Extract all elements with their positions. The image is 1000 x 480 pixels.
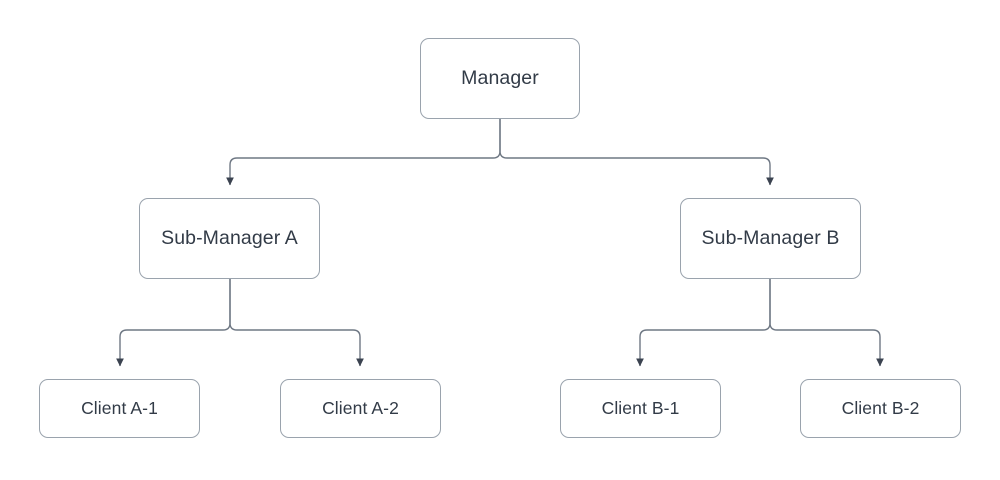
node-client-b-2-label: Client B-2 xyxy=(841,397,920,418)
node-client-b-1-label: Client B-1 xyxy=(601,397,680,418)
edge-manager-to-sub-manager-a xyxy=(226,119,501,186)
node-client-a-2[interactable]: Client A-2 xyxy=(280,379,441,438)
edge-sub-manager-a-to-client-a-1 xyxy=(116,279,231,367)
node-client-b-1[interactable]: Client B-1 xyxy=(560,379,721,438)
edge-manager-to-sub-manager-b xyxy=(499,119,774,186)
node-manager[interactable]: Manager xyxy=(420,38,580,119)
node-manager-label: Manager xyxy=(461,66,539,89)
edge-sub-manager-b-to-client-b-1 xyxy=(636,279,771,367)
node-client-a-1[interactable]: Client A-1 xyxy=(39,379,200,438)
edge-sub-manager-a-to-client-a-2 xyxy=(229,279,364,367)
edge-sub-manager-b-to-client-b-2 xyxy=(769,279,884,367)
node-sub-manager-b[interactable]: Sub-Manager B xyxy=(680,198,861,279)
node-sub-manager-b-label: Sub-Manager B xyxy=(701,226,840,249)
node-client-a-2-label: Client A-2 xyxy=(322,397,399,418)
node-client-a-1-label: Client A-1 xyxy=(81,397,158,418)
node-sub-manager-a[interactable]: Sub-Manager A xyxy=(139,198,320,279)
node-sub-manager-a-label: Sub-Manager A xyxy=(161,226,298,249)
node-client-b-2[interactable]: Client B-2 xyxy=(800,379,961,438)
